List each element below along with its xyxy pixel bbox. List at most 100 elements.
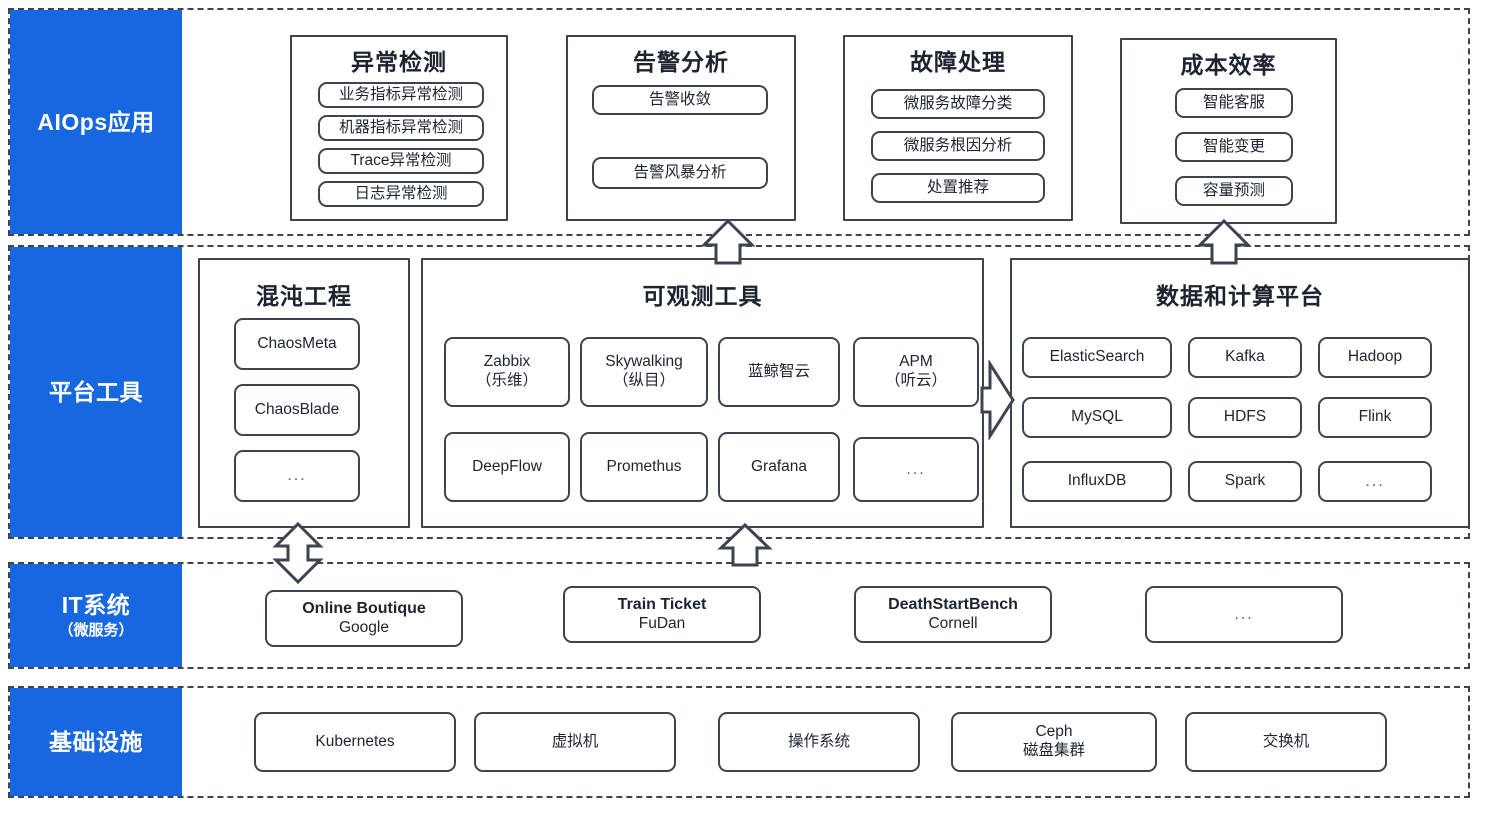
group-title-observability-tools: 可观测工具 [642, 283, 763, 309]
chip-skywalking[interactable]: Skywalking （纵目） [580, 337, 708, 407]
chip-label: 智能客服 [1202, 93, 1265, 111]
chip-apm[interactable]: APM （听云） [853, 337, 979, 407]
chip-online-boutique[interactable]: Online Boutique Google [265, 590, 463, 647]
chip-switch[interactable]: 交换机 [1185, 712, 1387, 772]
chip-intelligent-customer-service[interactable]: 智能客服 [1175, 88, 1293, 118]
group-title-chaos-engineering: 混沌工程 [256, 283, 352, 309]
chip-machine-metric-anomaly[interactable]: 机器指标异常检测 [318, 115, 484, 141]
chip-label: Zabbix [483, 353, 531, 371]
chip-bluekingzhiyun[interactable]: 蓝鲸智云 [718, 337, 840, 407]
chip-label: Grafana [750, 457, 807, 475]
group-title-anomaly-detection: 异常检测 [351, 49, 447, 75]
chip-sublabel: Google [339, 618, 389, 636]
chip-ceph-disk-cluster[interactable]: Ceph 磁盘集群 [951, 712, 1157, 772]
section-infrastructure-frame [8, 686, 1470, 798]
chip-microservice-root-cause[interactable]: 微服务根因分析 [871, 131, 1045, 161]
chip-chaosmeta[interactable]: ChaosMeta [234, 318, 360, 370]
chip-chaosblade[interactable]: ChaosBlade [234, 384, 360, 436]
chip-label: ... [1365, 472, 1385, 490]
group-alert-analysis: 告警分析 [566, 35, 796, 221]
chip-sublabel: （听云） [884, 372, 947, 389]
chip-label: Ceph [1035, 723, 1073, 741]
chip-spark[interactable]: Spark [1188, 461, 1302, 502]
chip-intelligent-change[interactable]: 智能变更 [1175, 132, 1293, 162]
chip-label: 机器指标异常检测 [338, 118, 463, 136]
chip-train-ticket[interactable]: Train Ticket FuDan [563, 586, 761, 643]
chip-grafana[interactable]: Grafana [718, 432, 840, 502]
chip-zabbix[interactable]: Zabbix （乐维） [444, 337, 570, 407]
chip-sublabel: Cornell [928, 614, 978, 632]
chip-data-platform-more[interactable]: ... [1318, 461, 1432, 502]
layer-label-aiops-application: AIOps应用 [10, 10, 182, 234]
chip-flink[interactable]: Flink [1318, 397, 1432, 438]
chip-promethus[interactable]: Promethus [580, 432, 708, 502]
chip-label: ElasticSearch [1049, 348, 1145, 366]
chip-label: InfluxDB [1067, 472, 1127, 490]
chip-hadoop[interactable]: Hadoop [1318, 337, 1432, 378]
chip-kubernetes[interactable]: Kubernetes [254, 712, 456, 772]
chip-sublabel: 磁盘集群 [1022, 742, 1085, 759]
layer-label-it-system: IT系统 （微服务） [10, 564, 182, 667]
chip-label: Kubernetes [315, 732, 395, 750]
chip-label: ChaosBlade [254, 400, 340, 418]
chip-label: Online Boutique [302, 600, 426, 618]
chip-label: DeepFlow [472, 457, 542, 475]
chip-label: Kafka [1225, 348, 1265, 366]
chip-label: ... [1234, 605, 1254, 623]
chip-label: Skywalking [605, 353, 683, 371]
chip-label: ChaosMeta [257, 334, 337, 352]
chip-label: 容量预测 [1202, 181, 1265, 199]
chip-alert-convergence[interactable]: 告警收敛 [592, 85, 768, 115]
group-title-data-compute-platform: 数据和计算平台 [1156, 283, 1324, 309]
chip-influxdb[interactable]: InfluxDB [1022, 461, 1172, 502]
chip-label: Trace异常检测 [350, 151, 452, 169]
arrow-up-to-cost-efficiency [1196, 219, 1252, 265]
chip-mysql[interactable]: MySQL [1022, 397, 1172, 438]
chip-label: MySQL [1071, 408, 1123, 426]
chip-label: 微服务故障分类 [903, 94, 1013, 112]
chip-deathstartbench[interactable]: DeathStartBench Cornell [854, 586, 1052, 643]
chip-label: HDFS [1223, 408, 1267, 426]
chip-label: 业务指标异常检测 [338, 85, 463, 103]
chip-alert-storm-analysis[interactable]: 告警风暴分析 [592, 157, 768, 189]
arrow-right-observability-to-data-platform [980, 360, 1015, 440]
chip-capacity-prediction[interactable]: 容量预测 [1175, 176, 1293, 206]
chip-label: Spark [1224, 472, 1266, 490]
chip-label: 虚拟机 [551, 732, 599, 750]
chip-label: 蓝鲸智云 [747, 362, 810, 380]
chip-label: ... [287, 467, 307, 485]
chip-chaos-more[interactable]: ... [234, 450, 360, 502]
chip-sublabel: （乐维） [475, 372, 538, 389]
chip-label: 交换机 [1262, 732, 1310, 750]
group-title-alert-analysis: 告警分析 [633, 49, 729, 75]
group-title-cost-efficiency: 成本效率 [1180, 52, 1277, 78]
arrow-up-to-alert-analysis [700, 219, 756, 265]
chip-it-system-more[interactable]: ... [1145, 586, 1343, 643]
chip-label: 微服务根因分析 [903, 136, 1013, 154]
arrow-bidirectional-chaos-it-system [272, 522, 324, 584]
chip-business-metric-anomaly[interactable]: 业务指标异常检测 [318, 82, 484, 108]
chip-label: 处置推荐 [926, 178, 989, 196]
chip-label: Hadoop [1347, 348, 1403, 366]
chip-elasticsearch[interactable]: ElasticSearch [1022, 337, 1172, 378]
chip-sublabel: FuDan [638, 614, 686, 632]
chip-label: Promethus [606, 457, 682, 475]
chip-label: 操作系统 [787, 732, 850, 750]
chip-microservice-fault-classification[interactable]: 微服务故障分类 [871, 89, 1045, 119]
chip-label: Train Ticket [617, 596, 707, 614]
chip-operating-system[interactable]: 操作系统 [718, 712, 920, 772]
chip-kafka[interactable]: Kafka [1188, 337, 1302, 378]
chip-label: 告警风暴分析 [633, 163, 727, 181]
chip-label: APM [899, 353, 933, 371]
chip-label: 告警收敛 [648, 90, 711, 108]
chip-virtual-machine[interactable]: 虚拟机 [474, 712, 676, 772]
chip-label: DeathStartBench [888, 596, 1018, 614]
chip-observability-more[interactable]: ... [853, 437, 979, 502]
chip-trace-anomaly[interactable]: Trace异常检测 [318, 148, 484, 174]
chip-deepflow[interactable]: DeepFlow [444, 432, 570, 502]
chip-label: Flink [1358, 408, 1392, 426]
chip-hdfs[interactable]: HDFS [1188, 397, 1302, 438]
chip-log-anomaly[interactable]: 日志异常检测 [318, 181, 484, 207]
chip-label: ... [906, 460, 926, 478]
chip-remediation-recommendation[interactable]: 处置推荐 [871, 173, 1045, 203]
